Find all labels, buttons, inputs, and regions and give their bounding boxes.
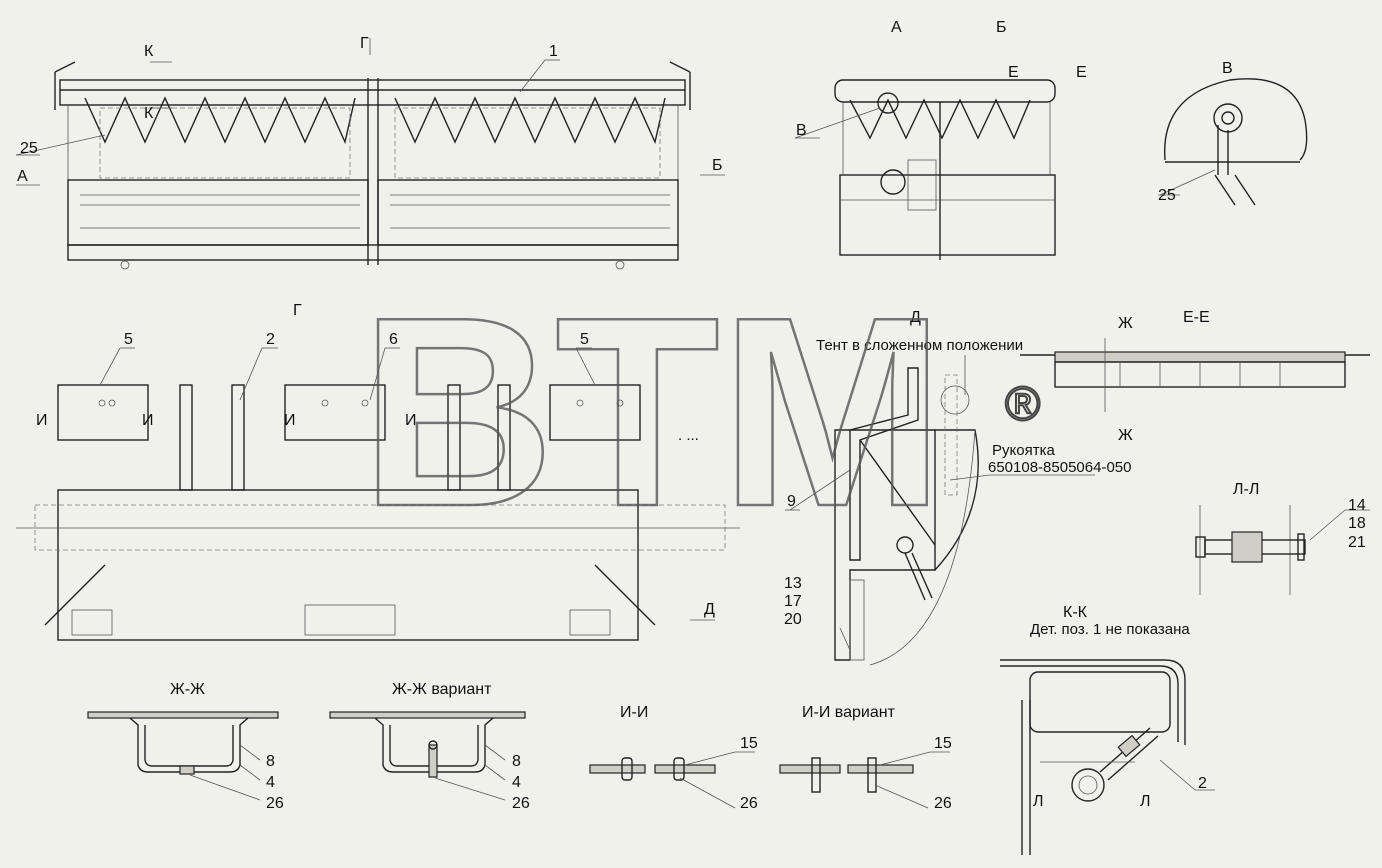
section-zhzh-var-pos26: 26 <box>512 795 530 812</box>
section-ii-pos15: 15 <box>740 735 758 752</box>
plan-pos5b-label: 5 <box>580 331 589 348</box>
section-zhzh: Ж-Ж 8 4 26 <box>87 681 284 812</box>
section-ii-variant: И-И вариант 15 26 <box>779 704 952 812</box>
section-ii-var-title: И-И вариант <box>802 704 896 721</box>
section-k-mid-label: К <box>144 105 154 122</box>
section-zhzh-var-pos8: 8 <box>512 753 521 770</box>
section-ii-var-pos26: 26 <box>934 795 952 812</box>
side-view-b-title: Б <box>996 19 1007 36</box>
section-kk: К-К Дет. поз. 1 не показана Л Л 2 <box>1000 604 1215 855</box>
watermark-text: BTM <box>360 262 945 563</box>
section-ee: Е-Е Ж Ж <box>1020 309 1370 444</box>
plan-section-i-3: И <box>284 412 296 429</box>
section-ll-pos18-label: 18 <box>1348 515 1366 532</box>
front-view: 25 1 А Б К К Г <box>15 35 725 270</box>
plan-dots: . ... <box>678 427 699 444</box>
section-zhzh-pos26: 26 <box>266 795 284 812</box>
section-zh-bottom-label: Ж <box>1118 427 1133 444</box>
view-d-pos9-label: 9 <box>787 493 796 510</box>
section-ee-title: Е-Е <box>1183 309 1210 326</box>
side-view: А Б Е Е В <box>794 19 1087 260</box>
section-ii-title: И-И <box>620 704 648 721</box>
section-zhzh-var-title: Ж-Ж вариант <box>392 681 492 698</box>
plan-section-i-2: И <box>142 412 154 429</box>
plan-pos2-label: 2 <box>266 331 275 348</box>
handle-code: 650108-8505064-050 <box>988 459 1131 476</box>
section-k-top-label: К <box>144 43 154 60</box>
section-ll-pos14-label: 14 <box>1348 497 1366 514</box>
section-zhzh-pos8: 8 <box>266 753 275 770</box>
section-zh-top-label: Ж <box>1118 315 1133 332</box>
section-zhzh-variant: Ж-Ж вариант 8 4 26 <box>329 681 530 812</box>
view-d-pos20-label: 20 <box>784 611 802 628</box>
view-d-pos17-label: 17 <box>784 593 802 610</box>
section-kk-pos2-label: 2 <box>1198 775 1207 792</box>
view-d-title: Д <box>910 309 921 326</box>
plan-section-i-1: И <box>36 412 48 429</box>
view-g-arrow-label: Г <box>360 35 369 52</box>
section-kk-l-left: Л <box>1033 793 1044 810</box>
section-kk-l-right: Л <box>1140 793 1151 810</box>
plan-pos6-label: 6 <box>389 331 398 348</box>
section-e-left-label: Е <box>1008 64 1019 81</box>
pos-1-label: 1 <box>549 43 558 60</box>
section-e-right-label: Е <box>1076 64 1087 81</box>
view-a-arrow-label: А <box>17 168 28 185</box>
plan-view-g: Г 5 2 6 5 И И И И Д . ... <box>16 302 740 641</box>
section-ll-title: Л-Л <box>1233 481 1259 498</box>
section-ii: И-И 15 26 <box>589 704 758 812</box>
plan-g-title: Г <box>293 302 302 319</box>
section-kk-note: Дет. поз. 1 не показана <box>1030 621 1190 638</box>
view-d: Д Тент в сложенном положении Рукоятка 65… <box>784 309 1131 666</box>
view-d-arrow-label: Д <box>704 601 715 618</box>
view-d-pos13-label: 13 <box>784 575 802 592</box>
view-b-arrow-label: Б <box>712 157 723 174</box>
watermark-reg-mark: ® <box>1005 378 1040 431</box>
side-view-a-title: А <box>891 19 902 36</box>
view-d-note: Тент в сложенном положении <box>816 337 1023 354</box>
plan-pos5a-label: 5 <box>124 331 133 348</box>
section-ii-pos26: 26 <box>740 795 758 812</box>
section-zhzh-var-pos4: 4 <box>512 774 521 791</box>
pos-25-label: 25 <box>20 140 38 157</box>
detail-v-title: В <box>1222 60 1233 77</box>
handle-name: Рукоятка <box>992 442 1055 459</box>
section-zhzh-title: Ж-Ж <box>170 681 205 698</box>
section-ll: Л-Л 14 18 21 <box>1195 481 1370 595</box>
watermark: BTM ® <box>359 261 1042 565</box>
plan-section-i-4: И <box>405 412 417 429</box>
detail-v-callout: В <box>796 122 807 139</box>
section-zhzh-pos4: 4 <box>266 774 275 791</box>
detail-v-pos25-label: 25 <box>1158 187 1176 204</box>
section-ii-var-pos15: 15 <box>934 735 952 752</box>
detail-v: В 25 <box>1158 60 1308 206</box>
section-kk-title: К-К <box>1063 604 1088 621</box>
section-ll-pos21-label: 21 <box>1348 534 1366 551</box>
